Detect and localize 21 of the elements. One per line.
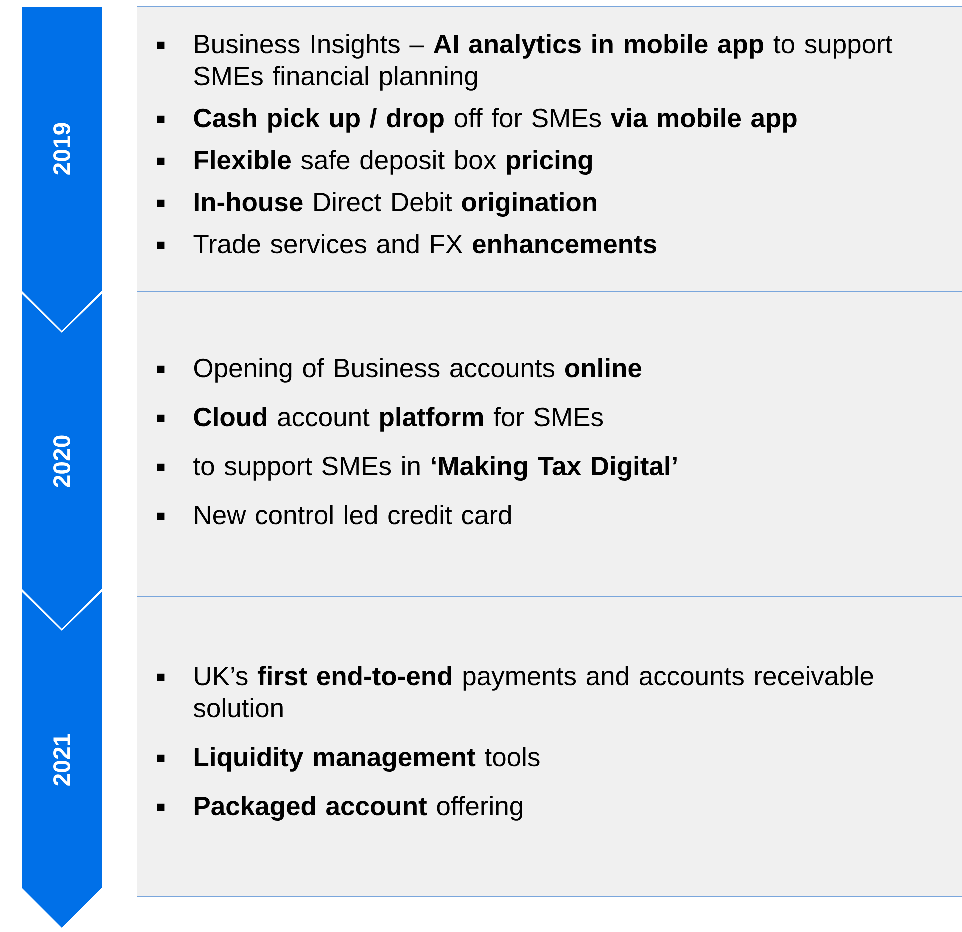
year-band: 2019: [22, 7, 102, 331]
bullet-item: Trade services and FX enhancements: [157, 234, 657, 254]
node-label: 2020: [54, 436, 71, 488]
year-band: 2020: [22, 294, 102, 629]
year-band: 2021: [22, 592, 102, 928]
text-panel: [136, 6, 962, 292]
bullet-item: In-house Direct Debit origination: [157, 192, 596, 218]
text-panel: [136, 596, 962, 898]
bullet-item: UK’s first end-to-end payments and accounts receivable solution: [157, 666, 874, 718]
bullet-item: Business Insights – AI analytics in mobile app to support SMEs financial planning: [157, 34, 893, 91]
bullet-item: Cash pick up / drop off for SMEs via mobile app: [157, 108, 797, 133]
text-panel: [136, 292, 962, 598]
bullet-item: Packaged account offering: [157, 796, 522, 821]
node-label: 2019: [54, 123, 71, 175]
bullet-item: New control led credit card: [157, 505, 512, 525]
bullet-item: Opening of Business accounts online: [157, 358, 642, 383]
node-label: 2021: [54, 734, 71, 786]
bullet-item: Liquidity management tools: [157, 747, 540, 772]
bullet-item: to support SMEs in ‘Making Tax Digital’: [157, 456, 677, 482]
bullet-item: Flexible safe deposit box pricing: [157, 150, 592, 176]
bullet-item: Cloud account platform for SMEs: [157, 407, 604, 432]
